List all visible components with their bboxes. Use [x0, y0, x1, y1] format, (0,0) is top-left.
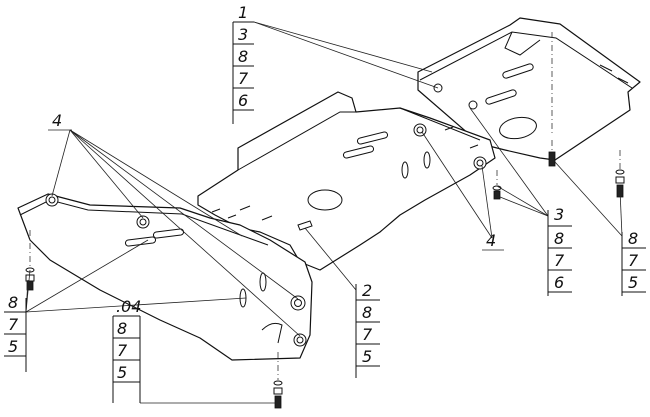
callout-item: 8 [628, 229, 638, 248]
callout-item: 6 [554, 273, 564, 292]
callout-item: 7 [554, 251, 565, 270]
bolt-icon [274, 395, 282, 409]
callout-item: 5 [628, 273, 638, 292]
callout-item: 7 [362, 325, 373, 344]
guard-part-center [197, 91, 496, 271]
nut-icon [273, 387, 283, 395]
washer-icon [615, 169, 625, 175]
callout-item: 5 [117, 363, 127, 382]
callout-item: 6 [238, 91, 248, 110]
callout-item: 7 [8, 315, 19, 334]
callout-left-stack: 8 7 5 [4, 293, 27, 372]
callout-item: 8 [362, 303, 372, 322]
callout-item: 2 [362, 281, 372, 300]
guard-part-right [417, 17, 641, 161]
callout-item: 8 [8, 293, 18, 312]
callout-item: 7 [628, 251, 639, 270]
callout-item: 5 [8, 337, 18, 356]
callout-right-stack: 8 7 5 [621, 229, 646, 296]
assembly-center-lines [29, 32, 621, 380]
callout-item: 4 [486, 231, 496, 250]
callout-right-mid-stack: 3 8 7 6 [547, 205, 572, 296]
bolt-icon [493, 190, 501, 200]
callout-top-stack: 1 3 8 7 6 [232, 3, 254, 124]
callout-left-label: 4 [48, 111, 72, 131]
fastener-right-top [548, 151, 556, 167]
bolt-icon [25, 274, 35, 282]
callout-item: 3 [238, 25, 248, 44]
leader-lines [25, 21, 623, 404]
fastener-bottom [273, 380, 283, 409]
guard-part-left [17, 193, 313, 361]
callout-bottom-stack: .04 8 7 5 [112, 297, 141, 403]
callout-center-stack: 2 8 7 5 [355, 281, 380, 378]
callout-item: .04 [116, 297, 141, 316]
callout-item: 5 [362, 347, 372, 366]
callout-item: 8 [117, 319, 127, 338]
washer-icon [273, 380, 283, 386]
callout-item: 4 [52, 111, 62, 130]
fastener-left [25, 267, 35, 291]
nut-icon [615, 176, 625, 184]
callout-item: 3 [554, 205, 564, 224]
callout-mid-label: 4 [482, 231, 504, 251]
bolt-icon [548, 151, 556, 167]
callout-item: 8 [554, 229, 564, 248]
callout-item: 7 [238, 69, 249, 88]
callout-item: 8 [238, 47, 248, 66]
callout-item: 1 [238, 3, 248, 22]
callout-item: 7 [117, 341, 128, 360]
